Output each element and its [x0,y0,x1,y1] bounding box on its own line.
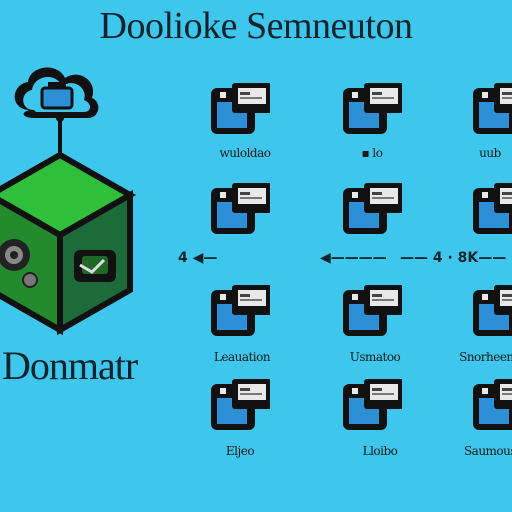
document-window-icon [343,183,402,234]
caption-r1c1: wuloldao [219,146,271,160]
cloud-icon [14,67,99,118]
infrastructure-illustration [0,67,137,336]
flow-arrow-right: —— 4 · 8K—— [400,250,507,266]
caption-r3c1: Eljeo [225,444,255,458]
document-window-icon [473,285,512,336]
document-window-icon [211,83,270,134]
document-window-icon [343,379,402,430]
page-title: Doolioke Semneuton [99,5,413,47]
document-window-icon [211,285,270,336]
document-window-icon [211,183,270,234]
side-label: Donmatr [2,343,138,388]
flow-arrow-left: 4 ◀— [178,250,218,266]
document-window-icon [473,379,512,430]
caption-r2c2: Usmatoo [349,350,401,364]
document-window-icon [343,83,402,134]
document-window-icon [473,83,512,134]
server-cube-icon [0,151,137,336]
caption-r2c1: Leauation [213,350,271,364]
caption-r3c2: Lloibo [362,444,398,458]
caption-r2c3: Snorheenu [459,350,512,364]
flow-arrow-mid: ◀———— [320,250,387,266]
caption-r1c2: ▪ lo [361,146,383,160]
caption-r1c3: uub [479,146,501,160]
document-window-icon [473,183,512,234]
document-window-icon [211,379,270,430]
document-window-icon [343,285,402,336]
caption-r3c3: Saumous [463,444,512,458]
